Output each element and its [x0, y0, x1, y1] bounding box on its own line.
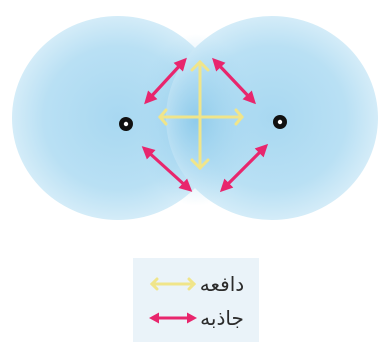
- repulsion-label: دافعه: [200, 274, 244, 294]
- attraction-arrow-icon: [148, 311, 198, 325]
- nucleus-left: [119, 117, 133, 131]
- nucleus-right: [273, 115, 287, 129]
- legend-attraction: جاذبه: [133, 302, 259, 334]
- attraction-label: جاذبه: [200, 308, 244, 328]
- legend-repulsion: دافعه: [133, 268, 259, 300]
- molecule-diagram: [0, 0, 391, 250]
- repulsion-arrow-icon: [148, 277, 198, 291]
- legend: دافعه جاذبه: [133, 258, 259, 342]
